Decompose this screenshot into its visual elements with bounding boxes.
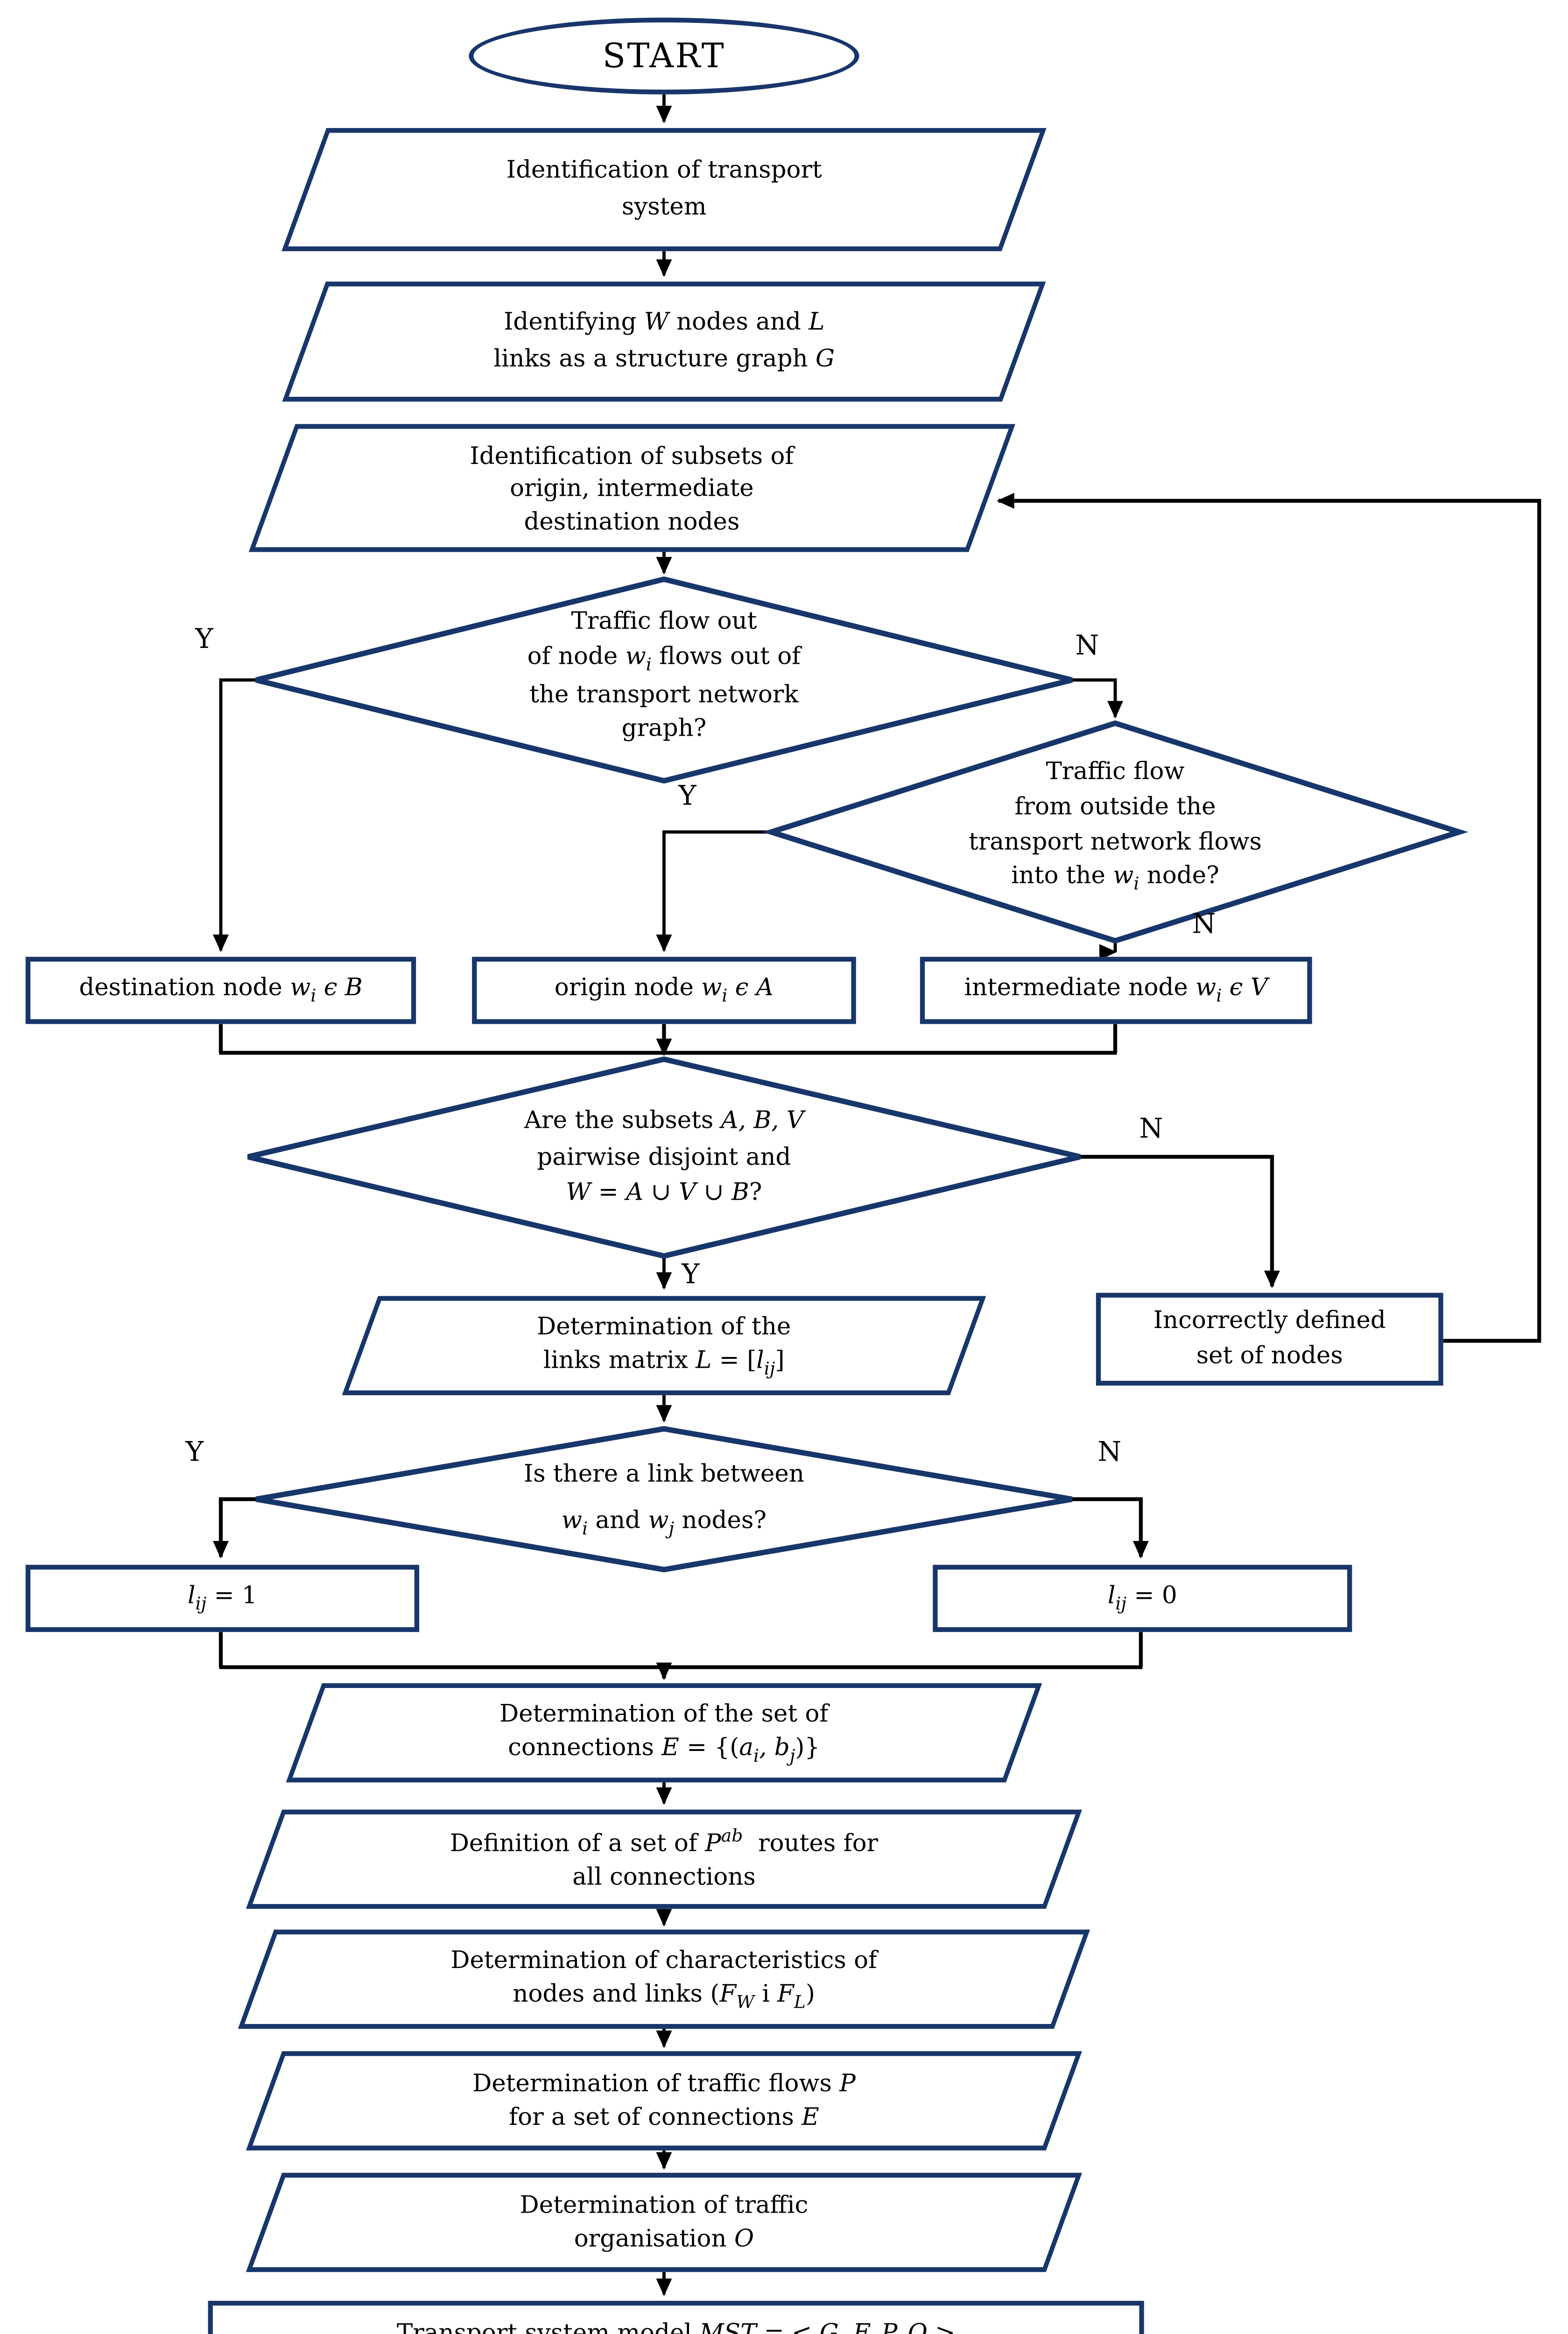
branch-label-d1-yes: Y xyxy=(195,624,213,656)
box-lij-0: lij = 0 xyxy=(933,1565,1352,1632)
branch-label-d3-yes: Y xyxy=(682,1259,700,1292)
connector-d1-no xyxy=(1072,678,1124,719)
box-intermediate-node: intermediate node wi ϵ V xyxy=(920,956,1312,1024)
connector-d1-yes xyxy=(213,678,256,952)
connector-d3-no xyxy=(1080,1155,1280,1288)
connector-d4-no xyxy=(1072,1497,1149,1559)
branch-label-d2-no: N xyxy=(1192,908,1216,941)
branch-label-d3-no: N xyxy=(1139,1113,1163,1146)
decision-traffic-flow-in-shape xyxy=(762,720,1469,944)
decision-traffic-flow-out-shape xyxy=(255,576,1073,784)
box-lij-1: lij = 1 xyxy=(25,1565,420,1632)
connector-d2-yes xyxy=(656,830,772,952)
box-transport-model-label: Transport system model MST = < G, F, P, … xyxy=(396,2319,956,2334)
decision-subsets-disjoint-shape xyxy=(247,1056,1081,1259)
start-label: START xyxy=(602,36,726,76)
connector-error-feedback xyxy=(997,492,1541,1343)
box-lij-0-label: lij = 0 xyxy=(1107,1581,1177,1615)
box-lij-1-label: lij = 1 xyxy=(188,1581,257,1615)
branch-label-d4-yes: Y xyxy=(185,1436,204,1469)
box-destination-node-label: destination node wi ϵ B xyxy=(79,973,363,1007)
decision-link-exists-shape xyxy=(255,1426,1073,1573)
branch-label-d1-no: N xyxy=(1075,630,1099,663)
box-transport-model: Transport system model MST = < G, F, P, … xyxy=(208,2300,1144,2334)
box-destination-node: destination node wi ϵ B xyxy=(25,956,416,1024)
box-origin-node-label: origin node wi ϵ A xyxy=(554,973,774,1007)
start-terminal: START xyxy=(469,17,859,95)
branch-label-d4-no: N xyxy=(1097,1436,1122,1469)
box-intermediate-node-label: intermediate node wi ϵ V xyxy=(964,973,1268,1007)
connector-d4-yes xyxy=(213,1497,256,1559)
branch-label-d2-yes: Y xyxy=(678,780,696,813)
box-origin-node: origin node wi ϵ A xyxy=(472,956,856,1024)
